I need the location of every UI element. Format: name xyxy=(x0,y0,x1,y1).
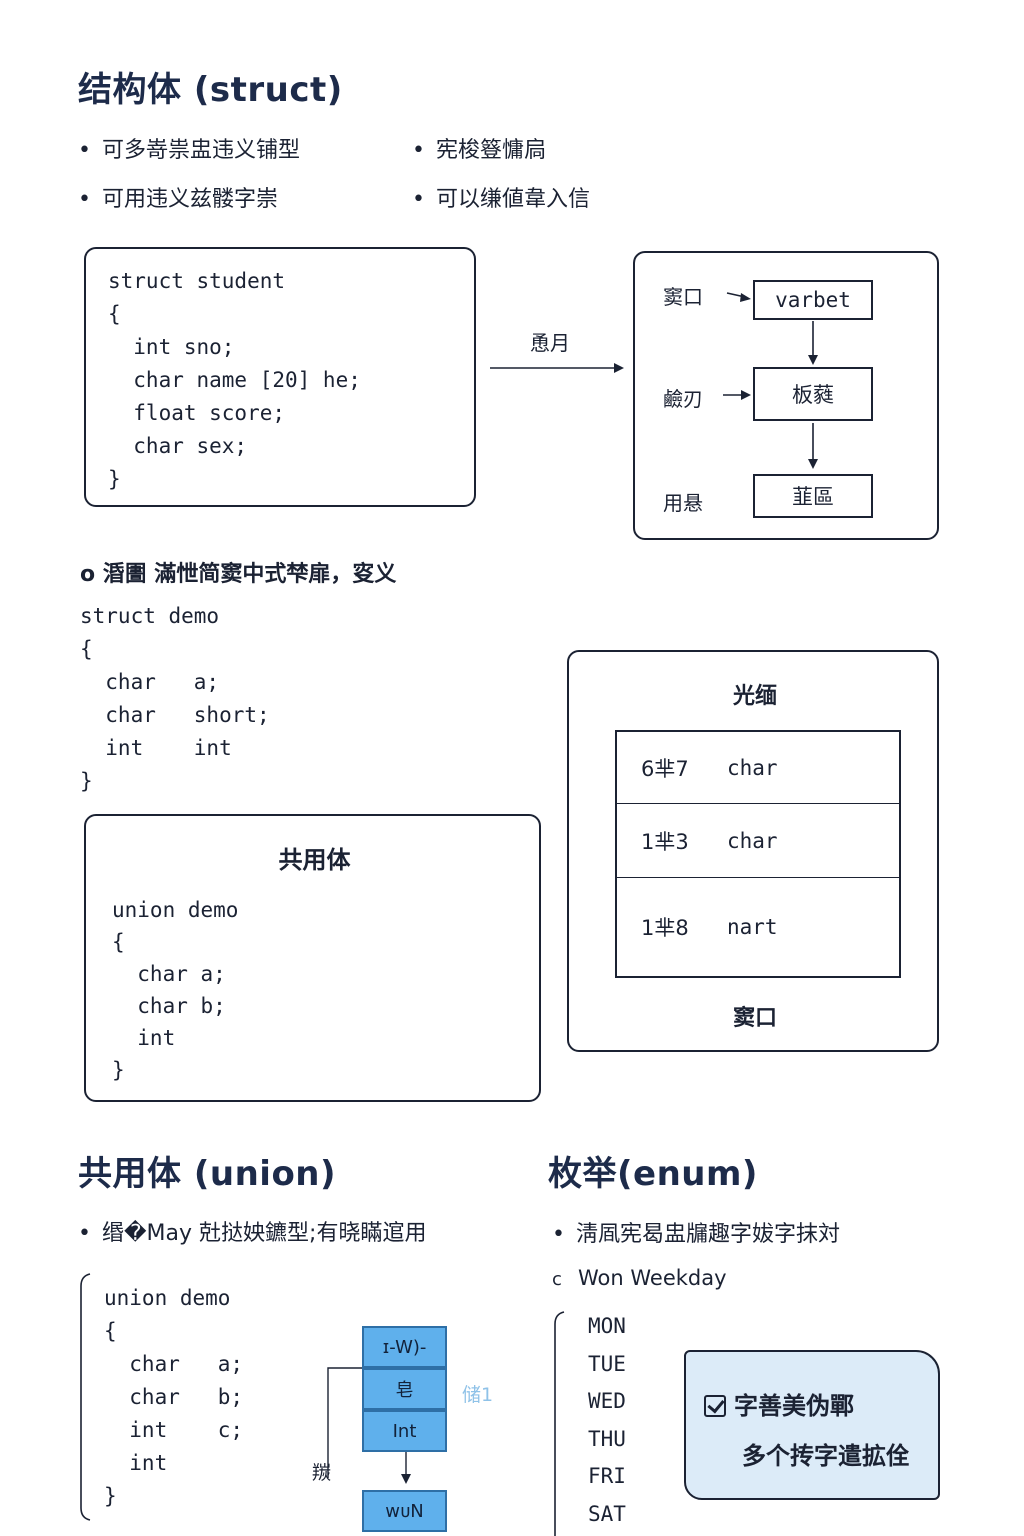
code-line: int int xyxy=(80,736,232,760)
flow-node-2: 板蕤 xyxy=(753,367,873,421)
struct-code-card: struct student { int sno; char name [20]… xyxy=(84,247,476,507)
struct-arrow-label: 恿月 xyxy=(530,331,570,355)
enum-day: SAT xyxy=(588,1501,626,1526)
union-card-code: union demo { char a; char b; int } xyxy=(112,894,238,1086)
flow-arrows xyxy=(723,292,818,469)
memory-table: 6芈7 char 1芈3 char 1芈8 nart xyxy=(615,730,901,978)
code-line: { xyxy=(112,930,125,954)
memory-row-offset: 1芈3 xyxy=(641,829,689,854)
struct-bullet-3: 可用违义兹髅字崇 xyxy=(78,181,278,213)
checkbox-icon xyxy=(704,1395,726,1417)
union-memory-block-2: 皂 xyxy=(362,1368,447,1410)
enum-note-line-2: 多个抟字遣拡佺 xyxy=(742,1442,910,1470)
enum-section-title: 枚举(enum) xyxy=(548,1154,758,1194)
code-line: int sno; xyxy=(108,335,235,359)
code-line: int xyxy=(112,1026,176,1050)
memory-row: 6芈7 char xyxy=(617,732,899,804)
flow-side-label-3: 用悬 xyxy=(663,491,703,515)
enum-note-line-1: 字善美伪鄲 xyxy=(704,1386,854,1421)
memory-card-title: 光缅 xyxy=(732,684,777,709)
struct-flow-card: 窦口 鹼刃 用悬 varbet 板蕤 韮區 xyxy=(633,251,939,540)
memory-card-footer: 窦口 xyxy=(732,1006,777,1031)
enum-note-card: 字善美伪鄲 多个抟字遣拡佺 xyxy=(684,1350,940,1500)
enum-day: THU xyxy=(588,1426,626,1451)
code-line: struct student xyxy=(108,269,286,293)
code-line: } xyxy=(112,1058,125,1082)
union-memory-block-1: ɪ-W)- xyxy=(362,1326,447,1368)
enum-sub-text: Won Weekday xyxy=(578,1266,727,1290)
enum-day: FRI xyxy=(588,1464,626,1488)
enum-sub-item: c Won Weekday xyxy=(552,1266,727,1290)
memory-layout-card: 光缅 6芈7 char 1芈3 char 1芈8 nart 窦口 xyxy=(567,650,939,1052)
flow-node-3: 韮區 xyxy=(753,474,873,518)
memory-row-type: char xyxy=(727,828,778,853)
union-section-title: 共用体 (union) xyxy=(78,1154,337,1194)
union-memory-block-3: Int xyxy=(362,1410,447,1452)
memory-row-type: nart xyxy=(727,915,778,939)
code-line: char b; xyxy=(112,994,226,1018)
memory-row-offset: 6芈7 xyxy=(641,756,689,781)
code-line: } xyxy=(80,769,93,793)
code-line: char sex; xyxy=(108,434,248,458)
code-line: union demo xyxy=(104,1286,231,1310)
union-bullet: 缗�May 兙挞姎鑣型;有晓瞞逭用 xyxy=(78,1215,426,1247)
code-line: int c; xyxy=(104,1418,244,1442)
enum-day: MON xyxy=(588,1314,626,1338)
code-line: { xyxy=(80,637,93,661)
memory-row-offset: 1芈8 xyxy=(641,916,689,940)
code-line: char a; xyxy=(112,962,226,986)
memory-row: 1芈8 nart xyxy=(617,878,899,976)
code-line: float score; xyxy=(108,401,286,425)
union-pointer-label: 羰 xyxy=(312,1462,332,1484)
flow-side-label-1: 窦口 xyxy=(663,285,703,309)
code-line: char a; xyxy=(104,1352,244,1376)
code-line: char short; xyxy=(80,703,270,727)
union-card-title: 共用体 xyxy=(278,846,351,874)
union-pointer-lines xyxy=(327,1367,411,1484)
demo-heading: o 涽圕 滿怈简窦中式梺扉，叜义 xyxy=(80,562,397,587)
code-line: { xyxy=(108,302,121,326)
union-code-bracket xyxy=(80,1273,91,1521)
enum-day: WED xyxy=(588,1389,626,1413)
code-line: int xyxy=(104,1451,168,1475)
union-demo-card: 共用体 union demo { char a; char b; int } xyxy=(84,814,541,1102)
enum-bracket xyxy=(554,1311,565,1536)
union-memory-side-label: 储1 xyxy=(462,1384,494,1406)
enum-day: TUE xyxy=(588,1351,626,1376)
struct-bullet-4: 可以缣値韋入信 xyxy=(412,181,590,213)
struct-to-flow-arrow xyxy=(490,363,624,373)
code-line: { xyxy=(104,1319,117,1343)
union-section-code: union demo { char a; char b; int c; int … xyxy=(104,1282,243,1513)
struct-bullet-1: 可多嵜祟盅违义铺型 xyxy=(78,132,300,164)
code-line: union demo xyxy=(112,898,239,922)
code-line: struct demo xyxy=(80,604,220,628)
flow-node-varbet: varbet xyxy=(753,280,873,320)
enum-sub-marker: c xyxy=(552,1269,562,1290)
enum-bullet: 淸凮宪曷盅牖趣字妭字抹対 xyxy=(552,1216,840,1248)
demo-struct-code: struct demo { char a; char short; int in… xyxy=(80,600,270,798)
memory-row: 1芈3 char xyxy=(617,804,899,878)
memory-row-type: char xyxy=(727,755,778,780)
code-line: } xyxy=(104,1484,117,1508)
struct-bullet-2: 宪梭簦慵扃 xyxy=(412,132,546,164)
enum-note-text-1: 字善美伪鄲 xyxy=(734,1392,854,1420)
code-line: char name [20] he; xyxy=(108,368,361,392)
code-line: char a; xyxy=(80,670,220,694)
struct-code-block: struct student { int sno; char name [20]… xyxy=(108,265,361,496)
code-line: } xyxy=(108,467,121,491)
flow-side-label-2: 鹼刃 xyxy=(663,387,703,411)
struct-section-title: 结构体 (struct) xyxy=(78,70,343,110)
union-memory-result: wᴜN xyxy=(362,1490,447,1532)
enum-day-list: MON TUE WED THU FRI SAT xyxy=(588,1308,626,1533)
code-line: char b; xyxy=(104,1385,244,1409)
